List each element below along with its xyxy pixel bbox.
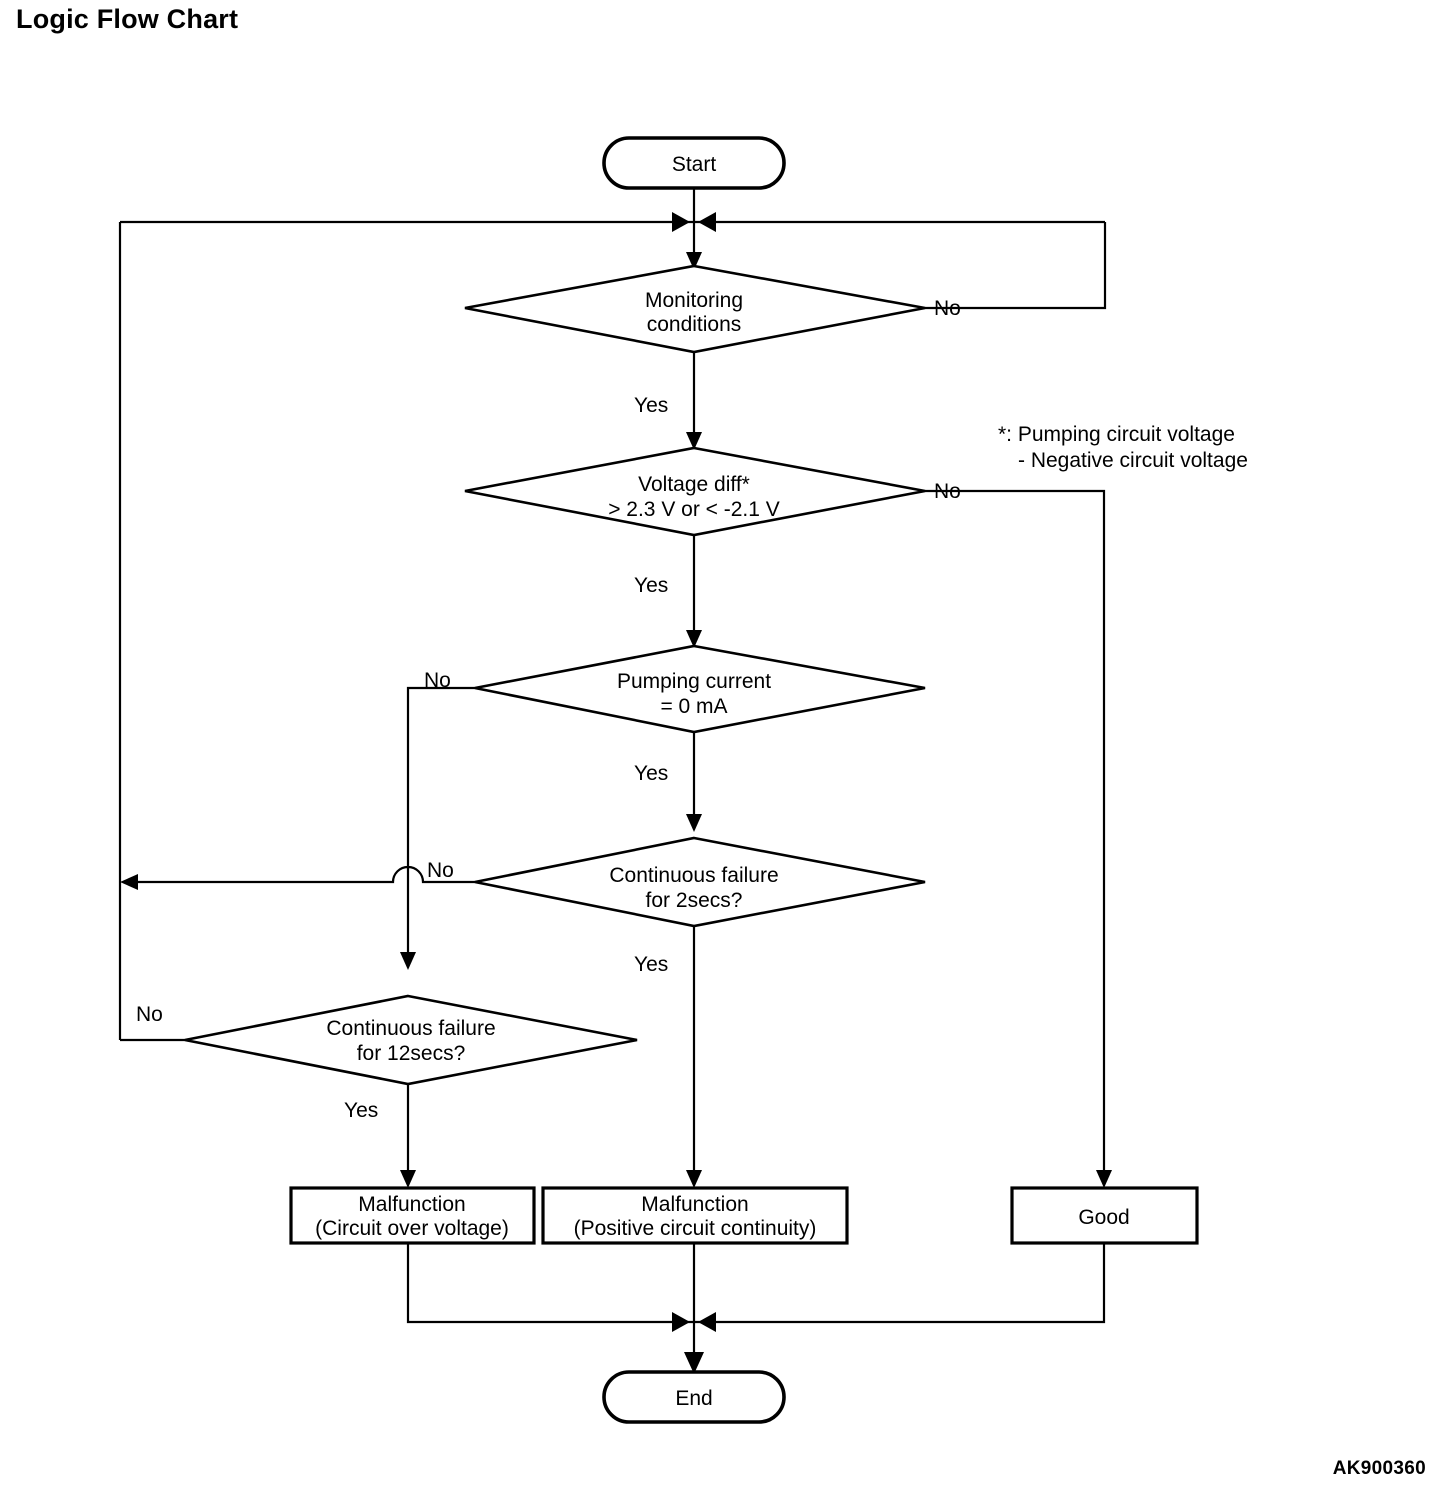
node-continuous-failure-12secs[interactable]: Continuous failure for 12secs? — [184, 994, 638, 1086]
edge-label-voltagediff-yes: Yes — [634, 574, 668, 597]
node-end[interactable]: End — [602, 1370, 786, 1424]
edge-label-monitoring-no: No — [934, 297, 961, 320]
malfunction-circuit-over-voltage-label-line2: (Circuit over voltage) — [315, 1217, 509, 1240]
start-terminator-shape — [602, 136, 786, 190]
footnote-line-1: *: Pumping circuit voltage — [998, 423, 1235, 446]
arrow-fail2secs-no-to-rail — [120, 874, 138, 890]
node-continuous-failure-2secs[interactable]: Continuous failure for 2secs? — [474, 836, 926, 928]
arrow-into-end — [684, 1352, 704, 1374]
continuous-failure-2secs-label-line1: Continuous failure — [609, 864, 778, 887]
connector-good-to-end — [694, 1243, 1106, 1324]
good-box — [1010, 1186, 1199, 1245]
connector-pumpcurrent-no — [406, 686, 475, 964]
arrow-into-good — [1096, 1170, 1112, 1188]
malfunction-positive-circuit-continuity-box — [541, 1186, 849, 1245]
good-label: Good — [1078, 1206, 1129, 1229]
pumping-current-label-line2: = 0 mA — [660, 695, 727, 718]
malfunction-circuit-over-voltage-box — [289, 1186, 536, 1245]
voltage-diff-diamond — [464, 446, 926, 537]
continuous-failure-2secs-label-line2: for 2secs? — [646, 889, 743, 912]
connector-fail2secs-no — [128, 865, 475, 884]
continuous-failure-12secs-label-line1: Continuous failure — [326, 1017, 495, 1040]
end-label: End — [675, 1387, 712, 1410]
figure-id: AK900360 — [1332, 1458, 1426, 1479]
arrow-merge-right — [698, 212, 716, 232]
end-terminator-shape — [602, 1370, 786, 1424]
node-monitoring-conditions[interactable]: Monitoring conditions — [464, 264, 926, 354]
malfunction-circuit-over-voltage-label-line1: Malfunction — [358, 1193, 465, 1216]
node-good[interactable]: Good — [1010, 1186, 1199, 1245]
node-start[interactable]: Start — [602, 136, 786, 190]
start-label: Start — [672, 153, 717, 176]
voltage-diff-label-line2: > 2.3 V or < -2.1 V — [608, 498, 780, 521]
arrow-into-voltagediff — [686, 432, 702, 450]
connector-voltagediff-no — [925, 489, 1106, 1184]
edge-label-fail12secs-no: No — [136, 1003, 163, 1026]
edge-label-pumpcurrent-no: No — [424, 669, 451, 692]
node-voltage-diff[interactable]: Voltage diff* > 2.3 V or < -2.1 V — [464, 446, 926, 537]
continuous-failure-2secs-diamond — [474, 836, 926, 928]
arrow-into-fail12secs — [400, 952, 416, 970]
arrow-into-malfunc-ov — [400, 1170, 416, 1188]
edge-label-monitoring-yes: Yes — [634, 394, 668, 417]
node-malfunction-circuit-over-voltage[interactable]: Malfunction (Circuit over voltage) — [289, 1186, 536, 1245]
arrow-merge-left — [672, 212, 690, 232]
continuous-failure-12secs-label-line2: for 12secs? — [357, 1042, 466, 1065]
monitoring-conditions-label-line1: Monitoring — [645, 289, 743, 312]
footnote-annotation: *: Pumping circuit voltage - Negative ci… — [998, 423, 1248, 472]
edge-label-voltagediff-no: No — [934, 480, 961, 503]
edge-label-fail2secs-no: No — [427, 859, 454, 882]
connector-malfunc-ov-to-end — [406, 1243, 694, 1324]
pumping-current-diamond — [474, 644, 926, 734]
arrow-into-monitoring — [686, 252, 702, 270]
connector-monitoring-no — [925, 222, 1107, 310]
edge-label-pumpcurrent-yes: Yes — [634, 762, 668, 785]
monitoring-conditions-label-line2: conditions — [647, 313, 742, 336]
arrow-into-pumpcurrent — [686, 630, 702, 648]
node-malfunction-positive-circuit-continuity[interactable]: Malfunction (Positive circuit continuity… — [541, 1186, 849, 1245]
node-pumping-current[interactable]: Pumping current = 0 mA — [474, 644, 926, 734]
arrow-into-malfunc-pc — [686, 1170, 702, 1188]
malfunction-positive-circuit-continuity-label-line1: Malfunction — [641, 1193, 748, 1216]
edge-label-fail2secs-yes: Yes — [634, 953, 668, 976]
pumping-current-label-line1: Pumping current — [617, 670, 771, 693]
arrow-bottom-merge-left — [672, 1312, 690, 1332]
footnote-line-2: - Negative circuit voltage — [1018, 449, 1248, 472]
arrow-bottom-merge-right — [698, 1312, 716, 1332]
edge-label-fail12secs-yes: Yes — [344, 1099, 378, 1122]
voltage-diff-label-line1: Voltage diff* — [638, 473, 750, 496]
arrow-into-fail2secs — [686, 814, 702, 832]
continuous-failure-12secs-diamond — [184, 994, 638, 1086]
malfunction-positive-circuit-continuity-label-line2: (Positive circuit continuity) — [574, 1217, 817, 1240]
monitoring-conditions-diamond — [464, 264, 926, 354]
connector-layer — [118, 187, 1112, 1374]
page-title: Logic Flow Chart — [16, 4, 239, 34]
